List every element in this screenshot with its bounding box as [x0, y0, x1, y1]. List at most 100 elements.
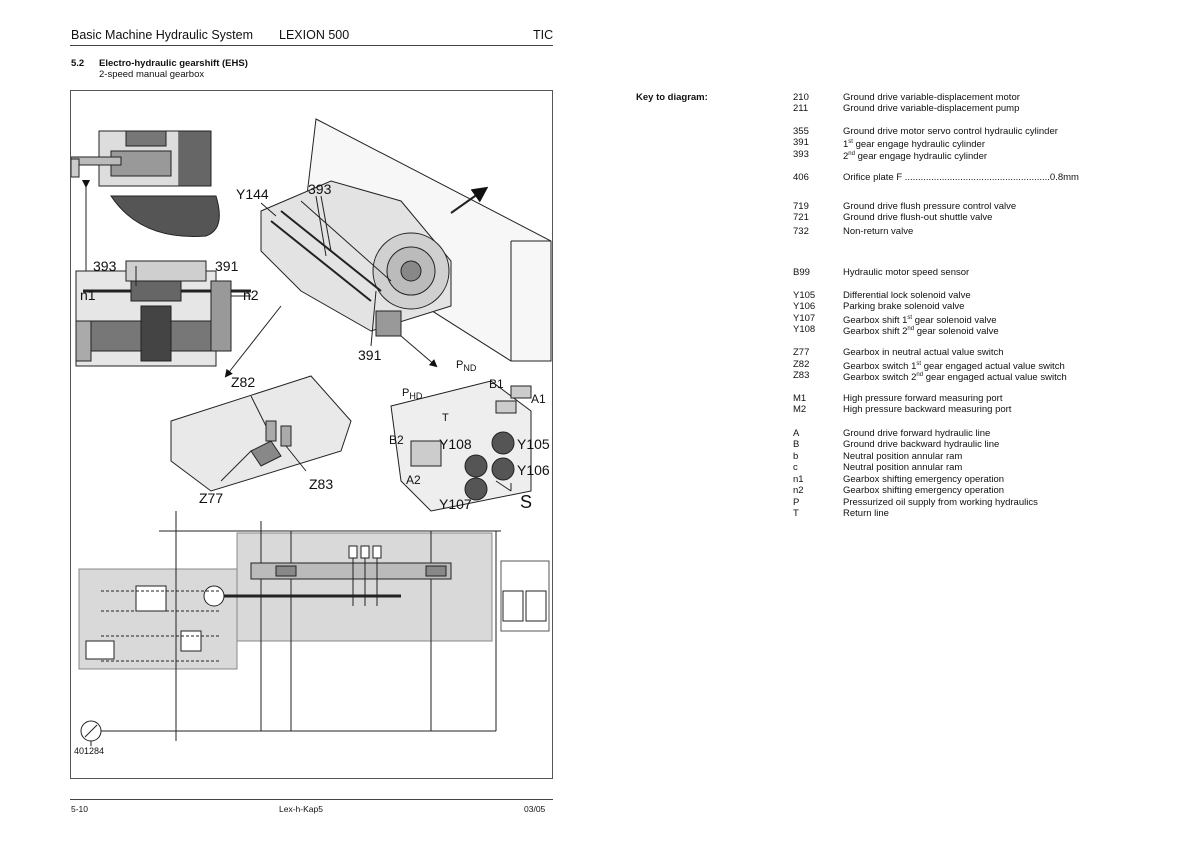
label-a2: A2 [406, 473, 421, 487]
key-description: Gearbox shifting emergency operation [843, 485, 1005, 496]
key-code: Y108 [793, 324, 816, 335]
key-description: Gearbox in neutral actual value switch [843, 347, 1004, 358]
key-description-prefix: 2 [843, 151, 849, 162]
key-code: 732 [793, 226, 809, 237]
key-description: High pressure forward measuring port [843, 393, 1003, 404]
label-y105: Y105 [517, 436, 550, 452]
label-s: S [520, 492, 533, 512]
key-description-prefix: Gearbox switch 1 [843, 361, 917, 372]
label-phd: PHD [402, 387, 423, 402]
footer-page: 5-10 [71, 804, 89, 814]
key-code: A [793, 428, 800, 439]
key-description: Neutral position annular ram [843, 451, 963, 462]
key-description-rest: gear solenoid valve [912, 315, 997, 326]
section-number: 5.2 [71, 58, 85, 69]
key-description-rest: gear engage hydraulic cylinder [854, 151, 988, 162]
key-description-prefix: Gearbox shift 2 [843, 326, 908, 337]
label-391-left: 391 [215, 258, 239, 274]
key-code: 406 [793, 172, 809, 183]
label-n2: n2 [243, 287, 259, 303]
hydraulic-diagram [71, 118, 552, 746]
key-description-ordinal: st [848, 139, 853, 145]
footer-rule [70, 799, 553, 800]
key-description: Neutral position annular ram [843, 462, 963, 473]
label-pnd: PND [456, 359, 477, 374]
label-y107: Y107 [439, 496, 472, 512]
section-subtitle: 2-speed manual gearbox [99, 69, 205, 80]
diagram-frame: Y144 393 393 391 n1 n2 391 Z82 Z77 Z83 P… [70, 90, 553, 779]
key-code: 393 [793, 149, 809, 160]
key-description-ordinal: st [907, 315, 913, 321]
key-title: Key to diagram: [636, 92, 708, 103]
key-description: Pressurized oil supply from working hydr… [843, 497, 1038, 508]
key-code: Z82 [793, 359, 810, 370]
key-description: Return line [843, 508, 889, 519]
key-description: Non-return valve [843, 226, 914, 237]
key-description: Parking brake solenoid valve [843, 301, 965, 312]
key-code: b [793, 451, 799, 462]
label-z82: Z82 [231, 374, 256, 390]
key-code: c [793, 462, 798, 473]
key-code: M1 [793, 393, 807, 404]
key-code: n1 [793, 474, 804, 485]
key-description-rest: gear engaged actual value switch [921, 361, 1065, 372]
key-description: Gearbox switch 1st gear engaged actual v… [843, 359, 1065, 372]
key-description-ordinal: st [916, 361, 922, 367]
key-description: High pressure backward measuring port [843, 404, 1012, 415]
label-t: T [442, 412, 449, 424]
key-code: T [793, 508, 799, 519]
header-title: Basic Machine Hydraulic System [71, 28, 254, 42]
key-description-prefix: Gearbox switch 2 [843, 372, 917, 383]
footer-doc: Lex-h-Kap5 [279, 804, 323, 814]
header-model: LEXION 500 [279, 28, 350, 42]
key-code: Z77 [793, 347, 810, 358]
label-b1: B1 [489, 377, 504, 391]
label-b2: B2 [389, 433, 404, 447]
header-code: TIC [533, 28, 554, 42]
footer-date: 03/05 [524, 804, 546, 814]
key-description: Ground drive backward hydraulic line [843, 439, 1000, 450]
key-code: Y107 [793, 313, 816, 324]
label-ref-number: 401284 [74, 746, 105, 756]
key-code: 355 [793, 126, 809, 137]
label-a1: A1 [531, 392, 546, 406]
key-description-prefix: 1 [843, 139, 849, 150]
key-code: n2 [793, 485, 804, 496]
key-description: Gearbox shift 1st gear solenoid valve [843, 313, 997, 326]
key-code: 391 [793, 137, 809, 148]
label-393-left: 393 [93, 258, 117, 274]
key-code: 721 [793, 212, 809, 223]
label-y108: Y108 [439, 436, 472, 452]
key-description: Gearbox shift 2nd gear solenoid valve [843, 324, 999, 337]
label-n1: n1 [80, 287, 96, 303]
key-description: Ground drive motor servo control hydraul… [843, 126, 1058, 137]
key-description-ordinal: nd [916, 372, 924, 378]
key-description: Ground drive forward hydraulic line [843, 428, 991, 439]
label-393-top: 393 [308, 181, 332, 197]
key-code: Y106 [793, 301, 816, 312]
key-description: Differential lock solenoid valve [843, 290, 971, 301]
key-code: Y105 [793, 290, 816, 301]
key-code: 211 [793, 103, 809, 114]
label-y106: Y106 [517, 462, 550, 478]
key-description-rest: gear engaged actual value switch [923, 372, 1067, 383]
key-code: 210 [793, 92, 809, 103]
key-description-ordinal: nd [907, 326, 915, 332]
key-code: M2 [793, 404, 807, 415]
key-description-ordinal: nd [848, 151, 855, 157]
key-description: Gearbox shifting emergency operation [843, 474, 1005, 485]
key-code: P [793, 497, 800, 508]
label-z77: Z77 [199, 490, 224, 506]
key-description: Ground drive flush-out shuttle valve [843, 212, 993, 223]
key-description-rest: gear engage hydraulic cylinder [852, 139, 985, 150]
key-description: Hydraulic motor speed sensor [843, 267, 970, 278]
key-description: 2nd gear engage hydraulic cylinder [843, 149, 987, 162]
key-code: B99 [793, 267, 810, 278]
key-description: Ground drive variable-displacement pump [843, 103, 1020, 114]
header-rule [70, 45, 553, 46]
section-title: Electro-hydraulic gearshift (EHS) [99, 58, 248, 69]
key-description: Ground drive flush pressure control valv… [843, 201, 1017, 212]
key-description: Gearbox switch 2nd gear engaged actual v… [843, 370, 1067, 383]
key-description-prefix: Gearbox shift 1 [843, 315, 908, 326]
label-391-bottom: 391 [358, 347, 382, 363]
